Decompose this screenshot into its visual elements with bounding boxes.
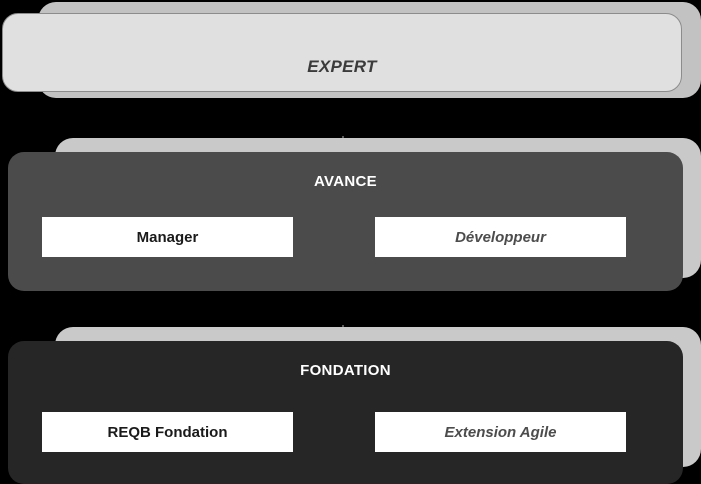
expert-card[interactable]: EXPERT <box>2 13 682 92</box>
certification-chip-reqb-fondation[interactable]: REQB Fondation <box>42 412 293 452</box>
certification-chip-developpeur[interactable]: Développeur <box>375 217 626 257</box>
level-title-fondation: FONDATION <box>300 362 391 379</box>
level-block-expert[interactable]: EXPERT <box>0 0 701 104</box>
certification-chip-label: Manager <box>136 228 199 246</box>
level-title-avance: AVANCE <box>314 173 377 190</box>
level-title-expert: EXPERT <box>307 57 377 76</box>
certification-chip-label: REQB Fondation <box>107 423 228 441</box>
level-block-avance[interactable]: AVANCE Manager Développeur <box>0 137 701 295</box>
level-block-fondation[interactable]: FONDATION REQB Fondation Extension Agile <box>0 326 701 484</box>
certification-chip-label: Développeur <box>455 228 546 246</box>
certification-chip-manager[interactable]: Manager <box>42 217 293 257</box>
fondation-card[interactable]: FONDATION REQB Fondation Extension Agile <box>8 341 683 484</box>
certification-chip-extension-agile[interactable]: Extension Agile <box>375 412 626 452</box>
certification-chip-label: Extension Agile <box>444 423 557 441</box>
avance-card[interactable]: AVANCE Manager Développeur <box>8 152 683 291</box>
